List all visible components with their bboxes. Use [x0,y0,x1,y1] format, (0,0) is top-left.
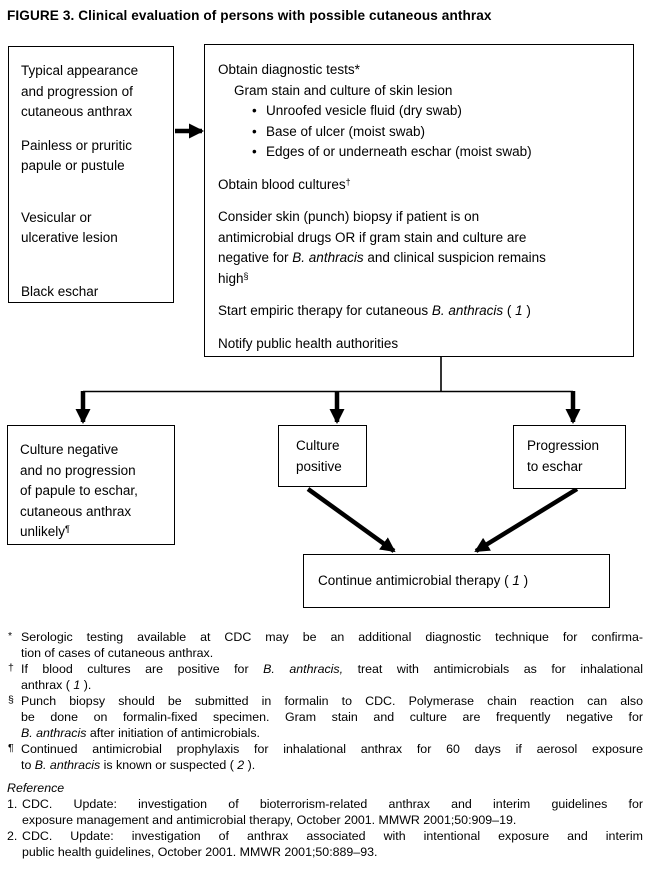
footnote-marker: † [8,662,14,674]
flow-line: Culture negative [20,442,119,457]
flow-line: cutaneous anthrax [21,104,133,119]
flow-line: cutaneous anthrax [20,503,132,519]
flow-line: antimicrobial drugs OR if gram stain and… [218,229,527,245]
empiric-therapy-paragraph: Start empiric therapy for cutaneous B. a… [218,301,625,322]
flow-line: Culture [296,438,340,453]
culture-positive-box: Culture positive [278,425,367,487]
reference-line: 2. CDC. Update: investigation of anthrax… [7,828,643,844]
bullet-icon: • [252,103,257,118]
flow-line: and no progression [20,462,136,478]
arrow-positive-to-continue [306,487,396,553]
flow-line: Painless or pruritic [21,137,133,153]
flow-line: high§ [218,270,249,286]
flow-line: Continue antimicrobial therapy ( 1 ) [318,572,529,588]
footnote-line: * Serologic testing available at CDC may… [7,629,643,645]
bullet-icon: • [252,144,257,159]
bullet-icon: • [252,123,257,139]
flow-line: Progression [527,438,600,453]
bullet-text: Unroofed vesicle fluid (dry swab) [266,103,462,118]
appearance-progression-box: Typical appearance and progression of cu… [8,46,174,303]
flow-line: Obtain blood cultures† [218,176,351,192]
reference-line: public health guidelines, October 2001. … [22,845,378,859]
bullet-line: • Edges of or underneath eschar (moist s… [218,142,625,163]
papule-paragraph: Painless or pruritic papule or pustule [21,136,167,177]
biopsy-paragraph: Consider skin (punch) biopsy if patient … [218,207,625,289]
diagnostic-actions-box: Obtain diagnostic tests* Gram stain and … [204,44,634,357]
flow-line: of papule to eschar, [20,483,138,498]
progression-to-eschar-box: Progression to eschar [513,425,626,489]
flow-line: negative for B. anthracis and clinical s… [218,250,546,265]
flow-line: unlikely¶ [20,524,70,539]
reference-number: 1. [7,797,18,811]
flow-line: and progression of [21,83,133,99]
footnote-text: Continued antimicrobial prophylaxis for … [21,742,643,756]
footnote-marker: * [8,630,13,642]
footnote-line: anthrax ( 1 ). [21,678,92,692]
black-eschar-paragraph: Black eschar [21,282,167,303]
footnote-line: tion of cases of cutaneous anthrax. [21,646,214,660]
flow-line: Notify public health authorities [218,335,399,351]
reference-number: 2. [7,829,18,843]
footnote-text: Punch biopsy should be submitted in form… [21,694,643,708]
footnote-line: ¶ Continued antimicrobial prophylaxis fo… [7,741,643,757]
figure-title: FIGURE 3. Clinical evaluation of persons… [7,8,492,23]
footnote-marker: ¶ [8,742,14,754]
flow-line: Obtain diagnostic tests* [218,62,360,77]
reference-line: 1. CDC. Update: investigation of bioterr… [7,796,643,812]
flow-line: Consider skin (punch) biopsy if patient … [218,209,480,224]
flow-line: Vesicular or [21,209,92,225]
bullet-text: Base of ulcer (moist swab) [266,123,426,139]
footnote-marker: § [8,694,14,706]
flow-line: Gram stain and culture of skin lesion [234,82,453,98]
reference-text: CDC. Update: investigation of bioterrori… [22,797,643,811]
bullet-line: • Unroofed vesicle fluid (dry swab) [218,101,625,122]
blood-cultures-paragraph: Obtain blood cultures† [218,175,625,196]
reference-line: exposure management and antimicrobial th… [22,813,517,827]
footnote-line: be done on formalin-fixed specimen. Gram… [21,710,643,724]
flow-line: papule or pustule [21,158,125,173]
appearance-paragraph: Typical appearance and progression of cu… [21,61,167,123]
vesicular-paragraph: Vesicular or ulcerative lesion [21,208,167,249]
culture-negative-box: Culture negative and no progression of p… [7,425,175,545]
notify-paragraph: Notify public health authorities [218,334,625,355]
reference-heading: Reference [7,781,65,795]
continue-therapy-box: Continue antimicrobial therapy ( 1 ) [303,554,610,608]
arrow-progression-to-continue [474,487,579,553]
reference-text: CDC. Update: investigation of anthrax as… [22,829,643,843]
flow-line: Typical appearance [21,63,139,78]
footnote-text: Serologic testing available at CDC may b… [21,630,643,644]
flow-line: Black eschar [21,283,99,299]
flow-line: Start empiric therapy for cutaneous B. a… [218,303,531,318]
flow-line: to eschar [527,458,583,474]
diagnostic-tests-paragraph: Obtain diagnostic tests* Gram stain and … [218,60,625,163]
flow-line: positive [296,458,342,474]
footnote-line: § Punch biopsy should be submitted in fo… [7,693,643,709]
flow-line: ulcerative lesion [21,230,118,245]
footnote-line: † If blood cultures are positive for B. … [7,661,643,677]
footnote-text: If blood cultures are positive for B. an… [21,662,644,676]
bullet-text: Edges of or underneath eschar (moist swa… [266,144,532,159]
footnote-line: to B. anthracis is known or suspected ( … [21,758,256,772]
footnotes-and-references: * Serologic testing available at CDC may… [7,629,643,860]
footnote-line: B. anthracis after initiation of antimic… [21,726,260,740]
bullet-line: • Base of ulcer (moist swab) [218,122,625,143]
reference-section: Reference 1. CDC. Update: investigation … [7,780,643,860]
